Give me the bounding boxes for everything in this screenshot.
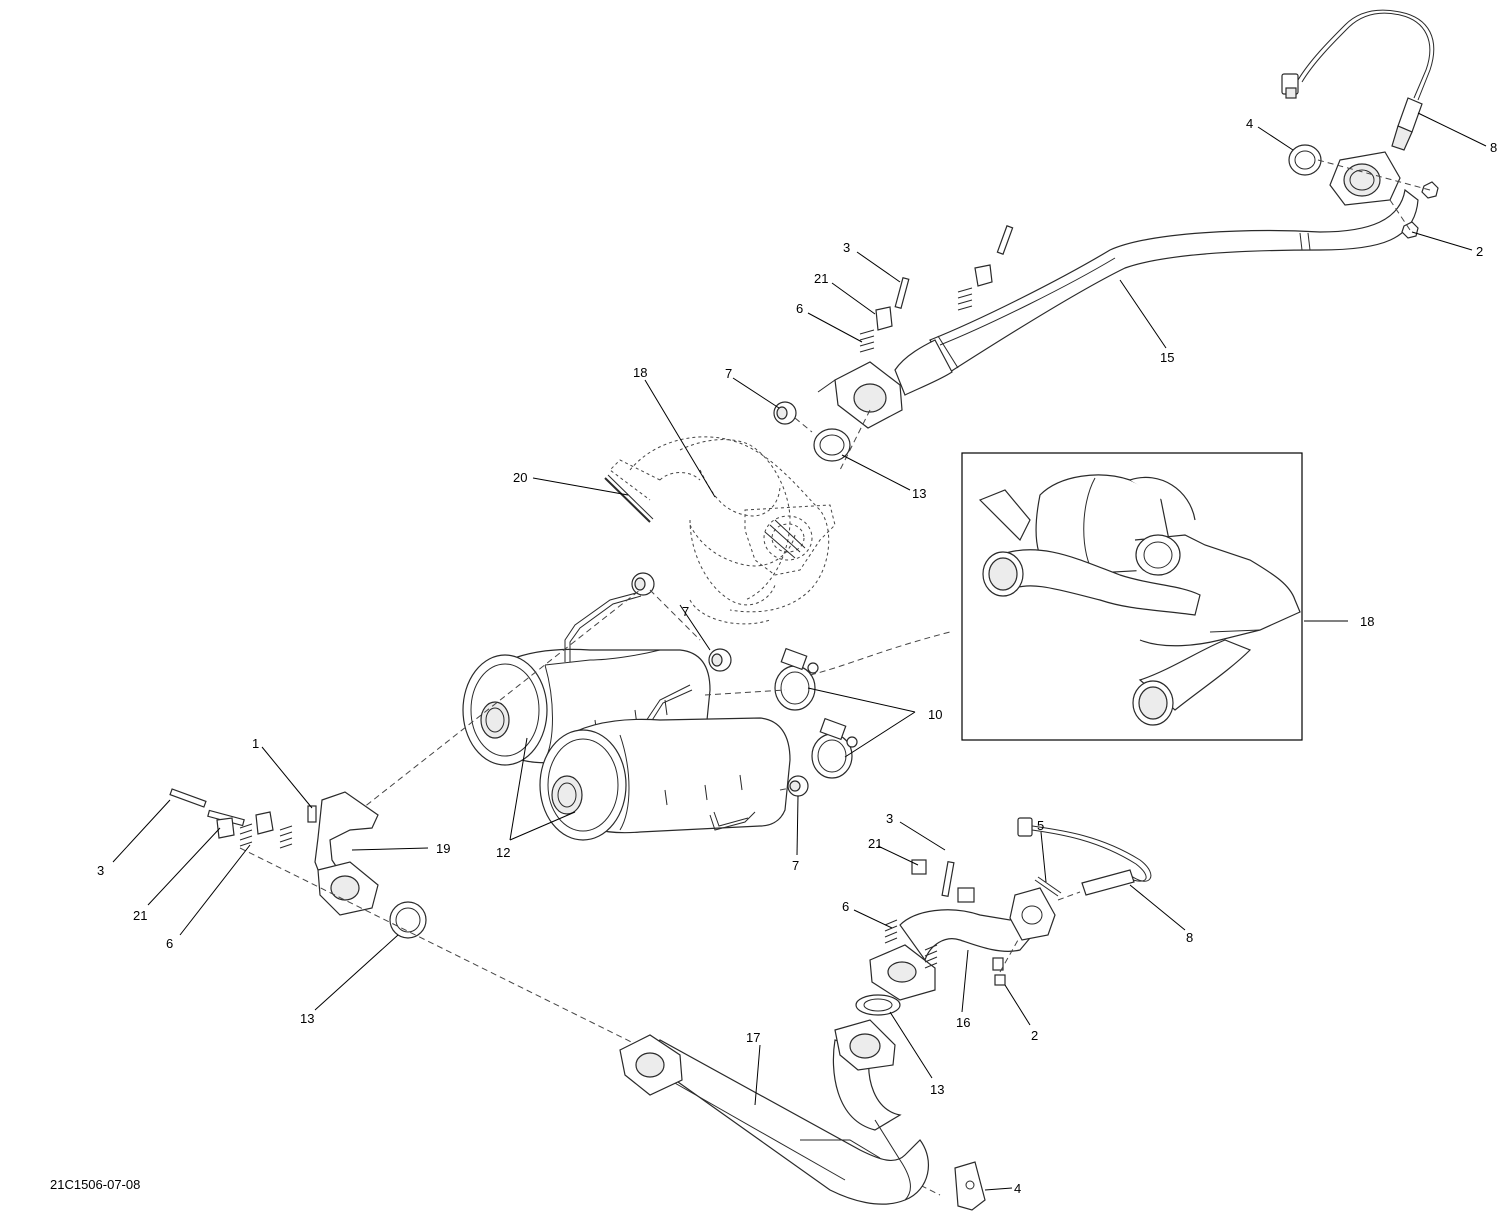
gasket-flat: [604, 477, 651, 523]
callout-13-upper: 13: [912, 486, 926, 501]
callout-3-left: 3: [97, 863, 104, 878]
gasket-ring-lower-left: [389, 901, 427, 939]
callout-21-upper: 21: [814, 271, 828, 286]
oxygen-sensor-top: [1281, 9, 1435, 151]
callout-20: 20: [513, 470, 527, 485]
grommet-upper: [773, 401, 797, 425]
callout-6-upper: 6: [796, 301, 803, 316]
callout-19: 19: [436, 841, 450, 856]
callout-17: 17: [746, 1030, 760, 1045]
callout-7-middle: 7: [682, 604, 689, 619]
callout-16: 16: [956, 1015, 970, 1030]
muffler-lower: [539, 717, 791, 841]
header-pipe-upper: [834, 151, 1419, 429]
callout-18-inset: 18: [1360, 614, 1374, 629]
callout-21-left: 21: [133, 908, 147, 923]
gasket-ring-upper: [813, 428, 851, 462]
callout-13-lower: 13: [930, 1082, 944, 1097]
callout-18-main: 18: [633, 365, 647, 380]
rubber-hanger: [954, 1161, 986, 1211]
callout-10: 10: [928, 707, 942, 722]
callout-12: 12: [496, 845, 510, 860]
diagram-reference-code: 21C1506-07-08: [50, 1177, 141, 1192]
callout-21-right: 21: [868, 836, 882, 851]
header-pipe-right: [869, 887, 1056, 1001]
catalyst-inset-drawing: [978, 474, 1301, 726]
callout-3-right: 3: [886, 811, 893, 826]
catalytic-converter-phantom: [609, 436, 836, 625]
callout-4-lower: 5: [1037, 818, 1044, 833]
callout-labels: 4 8 2 3 21 6 15 7 18 13 20 7 18 10 1 19 …: [97, 116, 1497, 1196]
callout-6-right: 6: [842, 899, 849, 914]
clamp-upper: [774, 647, 819, 711]
gasket-ring-lower-right: [855, 994, 901, 1016]
callout-3-upper: 3: [843, 240, 850, 255]
oxygen-sensor-lower: [1017, 817, 1152, 896]
callout-13-left: 13: [300, 1011, 314, 1026]
upper-bolts-springs: [817, 225, 1014, 393]
clamp-lower: [811, 717, 858, 779]
gasket-ring-top: [1288, 144, 1322, 176]
callout-5: 4: [1014, 1181, 1021, 1196]
leader-lines: [112, 112, 1487, 1191]
callout-8-top: 8: [1490, 140, 1497, 155]
callout-15: 15: [1160, 350, 1174, 365]
callout-2-top: 2: [1476, 244, 1483, 259]
callout-1: 1: [252, 736, 259, 751]
nut-top: [1401, 181, 1439, 239]
downpipe-left: [314, 791, 379, 916]
callout-8-lower: 8: [1186, 930, 1193, 945]
lower-left-fasteners: [169, 788, 317, 849]
callout-4-top: 4: [1246, 116, 1253, 131]
callout-6-left: 6: [166, 936, 173, 951]
grommets-middle: [631, 572, 809, 797]
header-pipe-lower: [619, 1019, 929, 1205]
callout-2-lower: 2: [1031, 1028, 1038, 1043]
callout-7-lower: 7: [792, 858, 799, 873]
callout-7-upper: 7: [725, 366, 732, 381]
gasket-spring-lower: [1034, 876, 1062, 897]
